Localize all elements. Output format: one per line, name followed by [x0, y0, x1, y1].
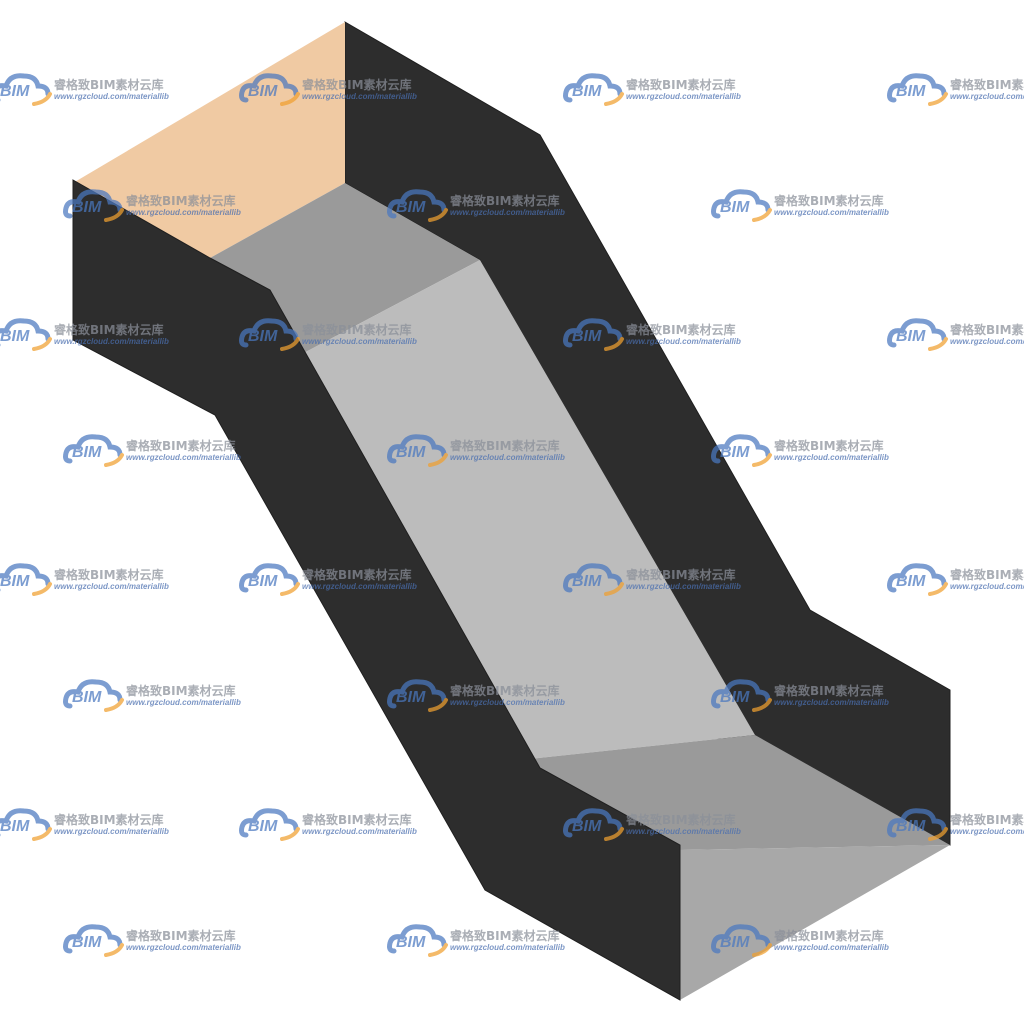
tray-floor-lower	[520, 735, 950, 850]
tray-floor-slope	[300, 260, 755, 760]
tray-end-face	[680, 845, 950, 1000]
tray-front-wall	[72, 179, 681, 1001]
